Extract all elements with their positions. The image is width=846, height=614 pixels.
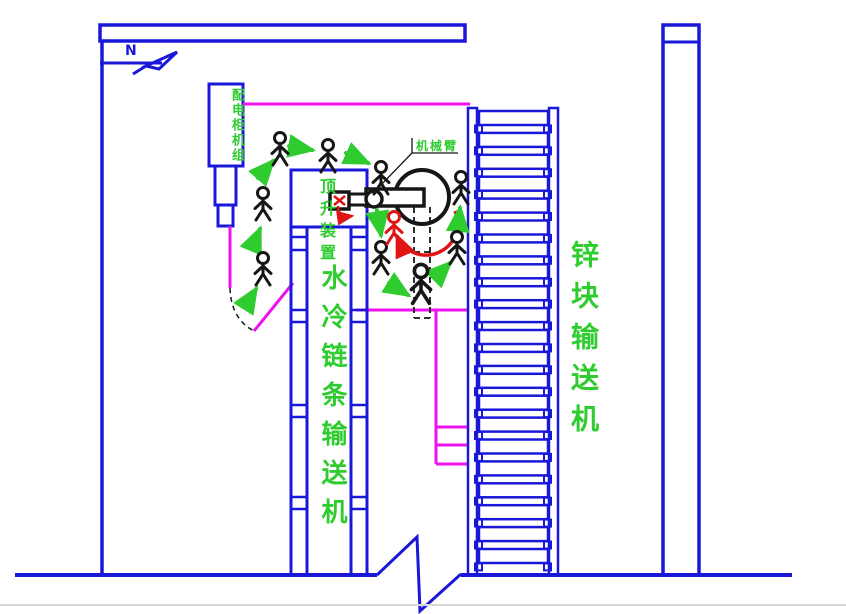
- zinc-slat: [477, 153, 550, 171]
- rail-tab: [474, 518, 483, 528]
- north-label: N: [125, 43, 137, 59]
- worker-at-pick-position: [409, 262, 433, 306]
- zinc-slat: [477, 131, 550, 149]
- worker: [253, 186, 273, 222]
- pink-route-lines: [228, 102, 470, 466]
- zinc-slat: [477, 394, 550, 411]
- rail-tab: [543, 233, 552, 243]
- worker-flow-arrows: [233, 134, 470, 316]
- rail-tab: [474, 365, 483, 375]
- rail-tab: [543, 255, 552, 265]
- rail-tab: [474, 255, 483, 265]
- zinc-slat: [477, 482, 550, 499]
- rail-tab: [543, 496, 552, 506]
- rail-tab: [543, 343, 552, 353]
- rail-tab: [543, 387, 552, 397]
- gripper-mark: [333, 195, 346, 206]
- power-cabinet-unit: [207, 82, 245, 228]
- zinc-slat: [477, 547, 550, 565]
- rail-tab: [474, 562, 483, 572]
- zinc-slat: [477, 109, 550, 127]
- rail-tab: [543, 409, 552, 419]
- chain-conveyor-label: 水冷链条输送机: [317, 264, 347, 537]
- zinc-slat: [477, 460, 550, 477]
- worker: [371, 240, 391, 276]
- zinc-slat: [477, 503, 550, 521]
- rail-tab: [543, 518, 552, 528]
- north-arrow: [100, 50, 179, 76]
- rail-tab: [543, 190, 552, 200]
- robot-arm-joint: [364, 189, 384, 209]
- zinc-slat: [477, 175, 550, 192]
- rail-tab: [474, 540, 483, 550]
- zinc-slat: [477, 525, 550, 543]
- rail-tab: [543, 540, 552, 550]
- rail-tab: [543, 365, 552, 375]
- zinc-slat: [477, 219, 550, 236]
- zinc-slat: [477, 372, 550, 390]
- zinc-slat: [477, 241, 550, 258]
- zinc-conveyor-label: 锌块输送机: [567, 240, 600, 445]
- rail-tab: [474, 299, 483, 309]
- rail-tab: [474, 277, 483, 287]
- rail-tab: [543, 277, 552, 287]
- rail-tab: [474, 496, 483, 506]
- rail-tab: [474, 124, 483, 134]
- rail-tab: [543, 474, 552, 484]
- rail-tab: [543, 299, 552, 309]
- rail-tab: [543, 124, 552, 134]
- rail-tab: [474, 190, 483, 200]
- rail-tab: [543, 212, 552, 221]
- building-walls: [0, 23, 846, 614]
- robot-arm-label: 机械臂: [416, 139, 459, 153]
- worker: [253, 251, 273, 287]
- zinc-slat: [477, 328, 550, 346]
- zinc-slat: [477, 350, 550, 368]
- zinc-slat: [477, 438, 550, 455]
- rail-tab: [474, 387, 483, 397]
- rail-tab: [543, 321, 552, 331]
- zinc-conveyor-structure: [466, 106, 560, 577]
- robot-arm: [328, 138, 460, 319]
- rail-tab: [474, 452, 483, 462]
- wall-break-symbol: [375, 533, 463, 614]
- rail-tab: [543, 452, 552, 462]
- zinc-slat: [477, 416, 550, 433]
- rail-tab: [474, 431, 483, 440]
- chain-conveyor-structure: [289, 168, 369, 577]
- rail-tab: [474, 168, 483, 178]
- rail-tab: [543, 146, 552, 156]
- worker: [447, 230, 467, 266]
- worker: [270, 131, 290, 167]
- rail-tab: [474, 409, 483, 419]
- zinc-slat: [477, 263, 550, 280]
- worker: [451, 170, 471, 206]
- rail-tab: [474, 321, 483, 331]
- zinc-slat: [477, 284, 550, 302]
- gripper-arc: [336, 205, 355, 226]
- rail-tab: [474, 474, 483, 484]
- zinc-slat: [477, 197, 550, 214]
- worker: [318, 138, 338, 174]
- rail-tab: [543, 431, 552, 440]
- rail-tab: [543, 168, 552, 178]
- worker-highlighted-red: [384, 210, 404, 246]
- power-cabinet-label: 配电柜机组: [229, 88, 244, 163]
- jacking-device-label: 顶升装置: [317, 178, 336, 266]
- rail-tab: [474, 146, 483, 156]
- right-wall-column: [661, 23, 701, 577]
- rail-tab: [474, 343, 483, 353]
- rail-tab: [474, 233, 483, 243]
- rail-tab: [543, 562, 552, 572]
- rail-tab: [474, 212, 483, 221]
- zinc-slat: [477, 306, 550, 324]
